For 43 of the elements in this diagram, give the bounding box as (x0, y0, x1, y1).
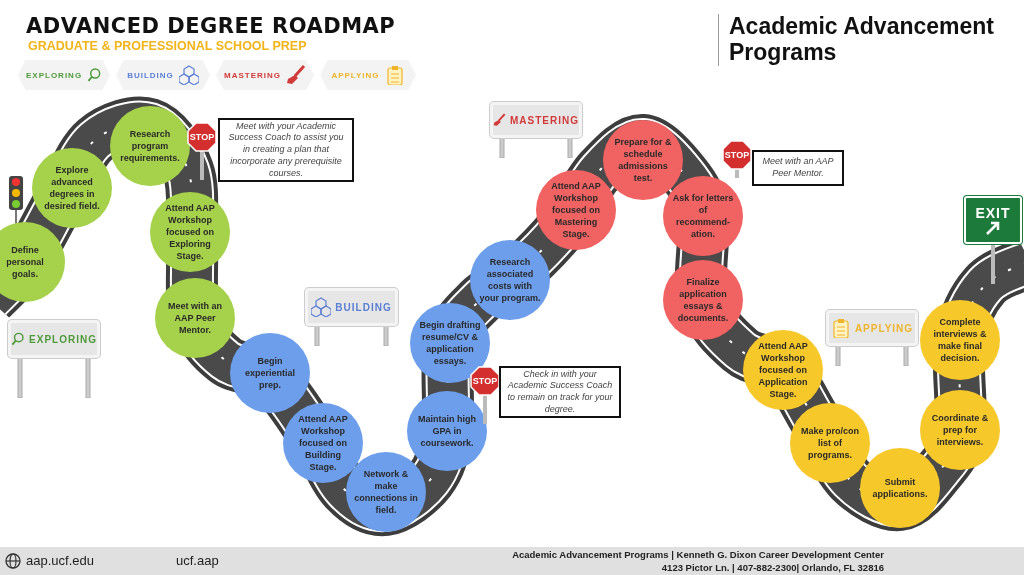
address-text: Academic Advancement Programs | Kenneth G. Dixon Career Development Center (512, 549, 884, 560)
step-circle: Maintain high GPA in coursework. (407, 391, 487, 471)
stop-sign: STOP (470, 366, 500, 396)
road-sign (8, 320, 100, 358)
road-sign (305, 288, 398, 326)
step-circle: Define personal goals. (0, 222, 65, 302)
stage-label: BUILDING (127, 70, 174, 80)
step-circle: Attend AAP Workshop focused on Building Stage. (283, 403, 363, 483)
website-text: aap.ucf.edu (26, 553, 94, 568)
note-box: Meet with an AAP Peer Mentor. (752, 150, 844, 186)
step-circle: Ask for letters of recommend-ation. (663, 176, 743, 256)
exit-sign (964, 196, 1022, 244)
sign-label: APPLYING (854, 322, 914, 334)
step-circle: Complete interviews & make final decision. (920, 300, 1000, 380)
note-box: Check in with your Academic Success Coach to remain on track for your degree. (499, 366, 621, 418)
sign-label: EXPLORING (29, 333, 97, 345)
step-circle: Research associated costs with your program. (470, 240, 550, 320)
step-circle: Attend AAP Workshop focused on Exploring Stage. (150, 192, 230, 272)
step-circle: Attend AAP Workshop focused on Application Stage. (743, 330, 823, 410)
header-text: Academic Advancement Programs (718, 14, 1019, 66)
title: ADVANCED DEGREE ROADMAP (26, 14, 396, 38)
sign-label: BUILDING (335, 301, 392, 313)
step-circle: Explore advanced degrees in desired field. (32, 148, 112, 228)
step-circle: Attend AAP Workshop focused on Mastering Stage. (536, 170, 616, 250)
step-circle: Make pro/con list of programs. (790, 403, 870, 483)
stage-label: EXPLORING (26, 70, 83, 80)
stage-tab (18, 60, 110, 90)
stage-label: APPLYING (331, 70, 380, 80)
road-sign (490, 102, 582, 138)
stop-sign: STOP (187, 122, 217, 152)
sign-label: MASTERING (510, 114, 579, 126)
exit-label: EXIT (975, 205, 1011, 221)
step-circle: Meet with an AAP Peer Mentor. (155, 278, 235, 358)
address-text: 4123 Pictor Ln. | 407-882-2300| Orlando, FL 32816 (661, 562, 884, 573)
note-box: Meet with your Academic Success Coach to assist you in creating a plan that incorporate any prerequisite courses. (218, 118, 354, 182)
social-handle: ucf.aap (176, 553, 219, 568)
subtitle: GRADUATE & PROFESSIONAL SCHOOL PREP (28, 39, 307, 53)
step-circle: Coordinate & prep for interviews. (920, 390, 1000, 470)
road-sign (826, 310, 918, 346)
stop-sign: STOP (722, 140, 752, 170)
step-circle: Begin experiential prep. (230, 333, 310, 413)
step-circle: Finalize application essays & documents. (663, 260, 743, 340)
stage-label: MASTERING (224, 70, 281, 80)
